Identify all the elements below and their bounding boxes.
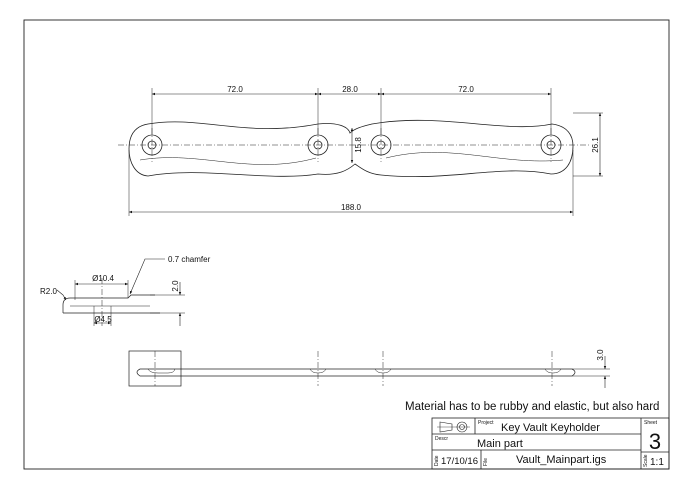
sheet-label: Sheet: [644, 420, 658, 426]
dim-left-pitch: 72.0: [227, 85, 243, 94]
part-inner-line: [139, 152, 564, 165]
dim-thickness: 3.0: [596, 349, 605, 361]
dim-middle-pitch: 28.0: [342, 85, 358, 94]
top-view-dimension-texts: 72.0 28.0 72.0 188.0 26.1 15.8: [227, 85, 600, 212]
detail-view: [56, 258, 185, 326]
projection-symbol-icon: [437, 421, 470, 433]
dim-waist-height: 15.8: [354, 137, 363, 153]
file-name: Vault_Mainpart.igs: [516, 454, 607, 466]
dim-boss-height: 2.0: [171, 280, 180, 292]
material-note: Material has to be rubby and elastic, bu…: [405, 401, 660, 413]
dim-boss-diameter: Ø10.4: [92, 274, 114, 283]
radius-leader: [56, 289, 67, 301]
detail-view-texts: 0.7 chamfer Ø10.4 R2.0 Ø4.5 2.0: [40, 255, 211, 324]
title-block: [431, 417, 670, 470]
project-label: Project: [478, 420, 494, 426]
side-view-strip: [136, 368, 576, 377]
sheet-number: 3: [649, 429, 661, 454]
sheet-frame: [23, 19, 670, 470]
date-value: 17/10/16: [441, 456, 478, 467]
top-view: [118, 88, 603, 216]
dim-overall-length: 188.0: [341, 203, 362, 212]
file-label: File: [483, 458, 489, 466]
part-outline: [128, 119, 574, 178]
dim-right-pitch: 72.0: [458, 85, 474, 94]
extension-lines: [128, 88, 603, 216]
date-label: Date: [434, 455, 440, 466]
dim-overall-height: 26.1: [591, 137, 600, 153]
dim-radius: R2.0: [40, 287, 57, 296]
part-description: Main part: [477, 438, 523, 450]
descr-label: Descr: [435, 436, 448, 442]
scale-label: Scale: [643, 454, 649, 467]
chamfer-leader: [129, 258, 165, 295]
project-name: Key Vault Keyholder: [501, 422, 600, 434]
dim-bore-diameter: Ø4.5: [94, 315, 112, 324]
chamfer-note: 0.7 chamfer: [168, 255, 211, 264]
side-view: [128, 350, 610, 388]
scale-value: 1:1: [650, 457, 664, 468]
title-block-texts: Project Key Vault Keyholder Sheet 3 Desc…: [434, 420, 664, 468]
detail-profile: [62, 294, 160, 314]
